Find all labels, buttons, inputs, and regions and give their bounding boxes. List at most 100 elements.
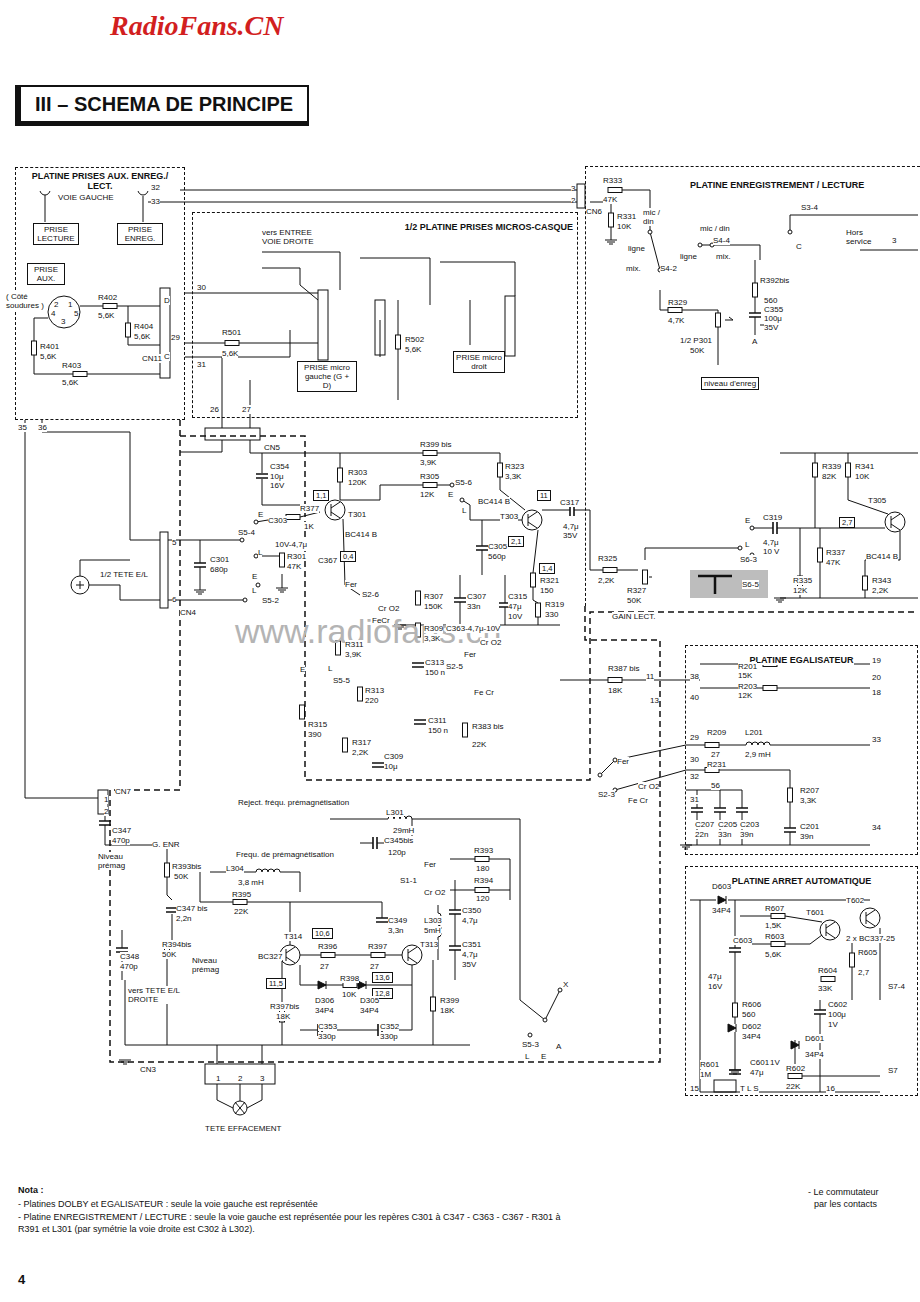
wire (752, 528, 773, 529)
component-label: R307 (424, 592, 443, 601)
component-label: R397bis (270, 1002, 299, 1011)
wire (860, 250, 918, 251)
component-label: 150 n (425, 668, 445, 677)
wire (802, 1076, 880, 1077)
wire (239, 343, 318, 344)
wire (533, 530, 538, 573)
component-label: 4,7K (668, 316, 684, 325)
component-label: R397 (368, 942, 387, 951)
component-label: C317 (560, 498, 579, 507)
wire (617, 570, 638, 571)
resistor-symbol (771, 942, 785, 947)
wire (686, 770, 705, 771)
inductor-symbol (256, 869, 280, 872)
resistor-symbol (32, 341, 37, 355)
component-label: 33n (467, 602, 480, 611)
component-label: R207 (800, 786, 819, 795)
diode-symbol (318, 981, 326, 989)
switch-contact (788, 230, 792, 234)
component-label: 330 (545, 610, 558, 619)
resistor-symbol (475, 857, 489, 862)
component-label: R396 (318, 942, 337, 951)
component-label: 12K (738, 691, 752, 700)
wire (777, 528, 885, 529)
component-label: CN11 (142, 354, 162, 363)
socket-box: PRISE ENREG. (117, 223, 163, 245)
diode-symbol (718, 896, 726, 904)
wire (489, 890, 510, 891)
component-label: TETE EFFACEMENT (205, 1124, 281, 1133)
platine-box: 1/2 PLATINE PRISES MICROS-CASQUEPRISE mi… (192, 212, 578, 418)
transistor-symbol (860, 908, 880, 928)
component-label: C354 (270, 462, 289, 471)
component-label: C345bis (384, 836, 413, 845)
component-label: 10 V (763, 547, 779, 556)
resistor-symbol (705, 743, 719, 748)
component-label: 27 (370, 962, 379, 971)
component-label: S4-2 (660, 264, 677, 273)
component-label: 82K (822, 472, 836, 481)
wire (770, 745, 870, 746)
component-label: 560p (488, 552, 506, 561)
wire (250, 440, 423, 453)
component-label: R321 (540, 576, 559, 585)
component-label: R399 bis (420, 440, 452, 449)
socket-box: PRISE micro gauche (G + D) (297, 361, 357, 392)
wire (122, 930, 123, 948)
component-label: 1V (828, 1020, 838, 1029)
voltage-box: 10,6 (312, 928, 333, 939)
connector-symbol (160, 288, 170, 378)
ground-symbol (119, 1060, 131, 1064)
component-label: 2,2K (352, 748, 368, 757)
wire (848, 477, 888, 514)
voltage-value: 0,4 (343, 552, 353, 561)
component-label: R501 (222, 328, 241, 337)
resistor-symbol (358, 687, 363, 701)
connector-symbol (318, 290, 328, 360)
component-label: 5,6K (405, 345, 421, 354)
switch-contact (543, 1018, 547, 1022)
component-label: 50K (690, 346, 704, 355)
voltage-box: 2,1 (508, 536, 524, 547)
component-label: R327 (627, 586, 646, 595)
component-label: R399 (440, 996, 459, 1005)
component-label: 3,9K (420, 458, 436, 467)
component-label: 22n (695, 830, 708, 839)
wire (128, 306, 129, 323)
wire (360, 258, 430, 305)
page-title: III – SCHEMA DE PRINCIPE (15, 85, 309, 126)
wire (340, 482, 341, 500)
wire (790, 802, 791, 828)
component-label: S6-3 (740, 555, 757, 564)
transistor-symbol (522, 510, 542, 530)
ground-symbol (605, 240, 617, 244)
component-label: 3 (571, 184, 575, 193)
wire (192, 343, 225, 344)
component-label: Niveau prémag (192, 956, 232, 974)
component-label: Cr O2 (424, 888, 445, 897)
wire (200, 872, 233, 902)
wire (433, 960, 434, 997)
component-label: 3 (61, 317, 65, 326)
component-label: R333 (603, 176, 622, 185)
connector-symbol (205, 1064, 275, 1084)
component-label: 10K (617, 222, 631, 231)
component-label: C311 (428, 716, 447, 725)
component-label: 34 (872, 823, 881, 832)
component-label: 34P4 (712, 906, 731, 915)
component-label: 470p (112, 836, 130, 845)
component-label: S5-5 (333, 676, 350, 685)
component-label: R319 (545, 600, 564, 609)
component-label: mic / din (700, 224, 730, 233)
resistor-symbol (813, 463, 818, 477)
capacitor-symbol (414, 720, 426, 724)
component-label: R337 (826, 548, 845, 557)
resistor-symbol (863, 576, 868, 590)
component-label: 2 (571, 196, 575, 205)
wire (437, 453, 500, 463)
component-label: Fer (345, 580, 357, 589)
component-label: ligne (628, 244, 645, 253)
wire (262, 268, 300, 285)
component-label: 2 (104, 807, 108, 816)
